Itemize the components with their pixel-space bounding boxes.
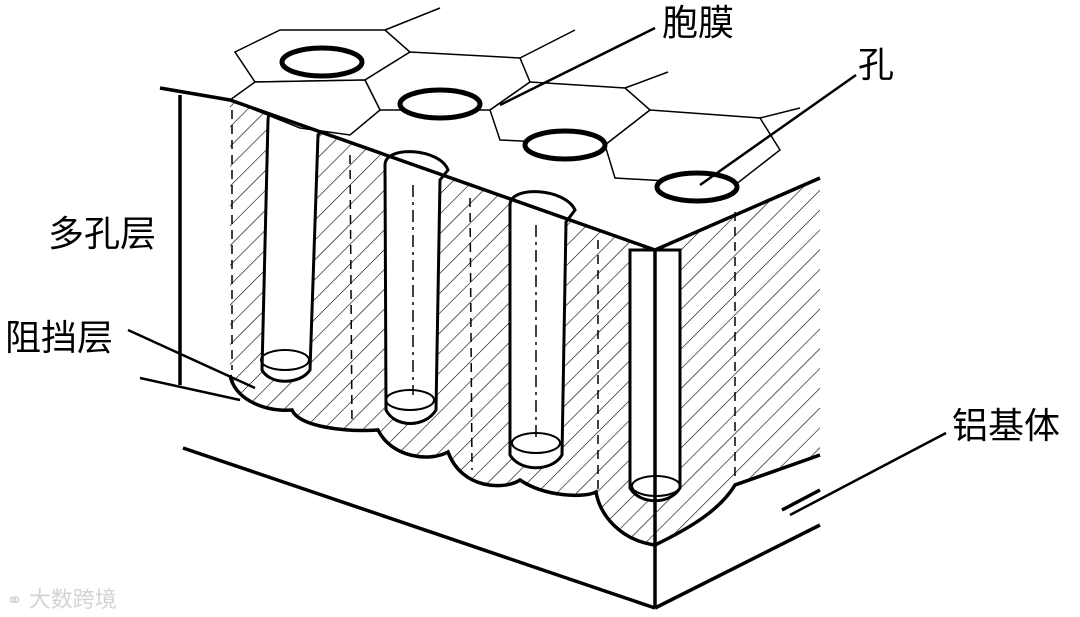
hexagon-cells [228,29,781,186]
leader-aluminum [789,431,947,517]
leader-lines [127,26,947,517]
hex-cell-4 [604,109,781,186]
hex-cell-5 [228,79,381,136]
watermark: ⚭大数跨境 [6,582,117,614]
pore-channels [260,104,682,503]
leader-pore [699,73,857,187]
top-pore-3 [522,128,608,162]
top-pore-openings [279,45,740,204]
watermark-text: 大数跨境 [28,588,117,613]
pore-channel-3 [508,190,577,470]
top-pore-1 [279,45,365,79]
porous-layer-label: 多孔层 [48,214,157,255]
leader-barrier-1 [127,328,256,390]
top-pore-2 [397,87,483,121]
aluminum-substrate-label: 铝基体 [952,406,1061,447]
aluminum-substrate-outline [182,446,821,610]
link-circles-icon: ⚭ [6,588,23,612]
membrane-label: 胞膜 [662,3,735,44]
pore-channel-2 [383,150,450,425]
right-section-hatch [655,178,820,545]
body-outline [159,86,821,608]
leader-barrier-2 [139,376,241,402]
leader-membrane [499,26,656,107]
pore-bottom-1 [260,349,310,371]
pore-label: 孔 [858,45,895,86]
top-pore-4 [654,170,740,204]
barrier-layer-label: 阻挡层 [5,318,114,359]
oxide-body [159,7,821,610]
pore-bottom-2 [385,389,435,411]
cell-boundaries [231,110,736,490]
